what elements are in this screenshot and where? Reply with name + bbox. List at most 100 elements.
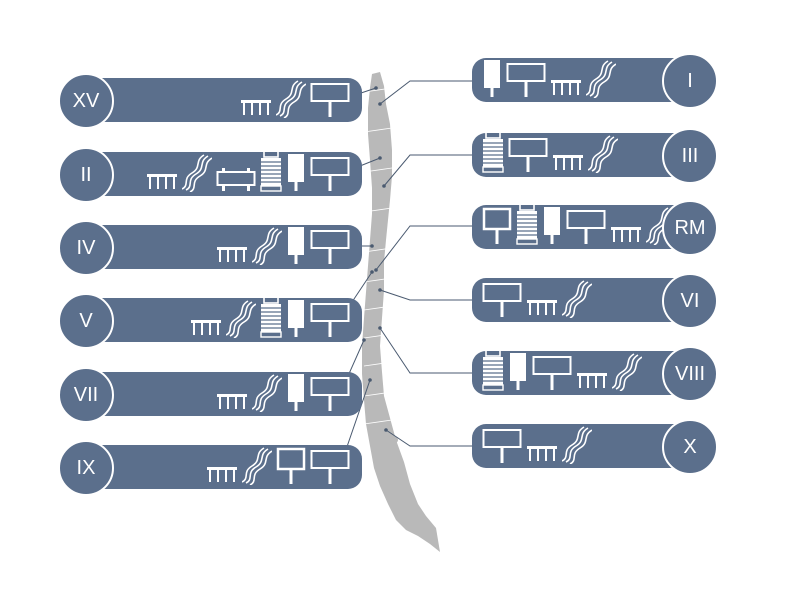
totem-icon	[542, 205, 562, 245]
region-label: VII	[73, 383, 99, 406]
wide-billboard-icon	[216, 168, 256, 192]
billboard-icon	[310, 449, 350, 485]
billboard-icon	[310, 229, 350, 265]
connector-dot	[384, 428, 388, 432]
building-icon	[260, 296, 282, 338]
region-border	[363, 207, 393, 213]
totem-icon	[286, 225, 306, 265]
connector-line	[385, 429, 472, 447]
billboard-icon	[482, 428, 522, 464]
building-icon	[260, 150, 282, 192]
totem-icon	[286, 298, 306, 338]
region-icons	[120, 445, 360, 489]
region-border	[363, 419, 393, 425]
connector-line	[379, 289, 472, 301]
region-icons	[120, 78, 360, 122]
road-icon	[588, 135, 618, 173]
totem-icon	[508, 351, 528, 391]
road-icon	[562, 280, 592, 318]
billboard-icon	[506, 62, 546, 98]
connector-line	[379, 80, 472, 105]
region-border	[363, 247, 393, 253]
region-border	[363, 167, 393, 173]
fence-icon	[526, 444, 558, 464]
region-label: RM	[674, 216, 706, 239]
billboard-icon	[310, 376, 350, 412]
region-row-ix: IX	[58, 440, 368, 496]
road-icon	[252, 374, 282, 412]
connector-dot	[378, 102, 382, 106]
road-icon	[586, 60, 616, 98]
connector-dot	[370, 270, 374, 274]
fence-icon	[206, 465, 238, 485]
connector-dot	[374, 268, 378, 272]
region-label: III	[681, 144, 699, 167]
region-label: XV	[72, 89, 100, 112]
region-row-i: I	[472, 53, 722, 109]
framed-sign-icon	[482, 207, 512, 245]
connector-dot	[378, 326, 382, 330]
connector-dot	[382, 184, 386, 188]
road-icon	[252, 227, 282, 265]
region-border	[363, 87, 393, 93]
connector-line	[379, 327, 472, 374]
region-badge: IX	[58, 440, 114, 496]
region-row-viii: VIII	[472, 346, 722, 402]
region-label: VI	[680, 289, 700, 312]
region-icons	[482, 278, 662, 322]
billboard-icon	[310, 302, 350, 338]
region-row-vii: VII	[58, 367, 368, 423]
region-badge: X	[662, 419, 718, 475]
region-border	[363, 333, 393, 339]
billboard-icon	[566, 209, 606, 245]
region-badge: VI	[662, 273, 718, 329]
region-label: VIII	[674, 362, 705, 385]
road-icon	[182, 154, 212, 192]
road-icon	[242, 447, 272, 485]
region-label: IX	[76, 456, 96, 479]
chile-shape	[362, 72, 440, 552]
connector-dot	[368, 378, 372, 382]
region-icons	[482, 349, 662, 395]
region-badge: V	[58, 293, 114, 349]
road-icon	[612, 353, 642, 391]
region-icons	[482, 131, 662, 177]
fence-icon	[526, 298, 558, 318]
connector-dot	[378, 156, 382, 160]
connector-dot	[362, 338, 366, 342]
road-icon	[562, 426, 592, 464]
fence-icon	[146, 172, 178, 192]
region-row-rm: RM	[472, 200, 722, 256]
region-row-x: X	[472, 419, 722, 475]
region-icons	[120, 296, 360, 342]
region-icons	[482, 58, 662, 102]
region-label: II	[80, 163, 92, 186]
connector-dot	[378, 288, 382, 292]
region-label: IV	[76, 236, 96, 259]
region-icons	[120, 150, 360, 196]
region-row-ii: II	[58, 147, 368, 203]
building-icon	[516, 203, 538, 245]
region-border	[363, 277, 393, 283]
island-shape	[404, 509, 420, 515]
fence-icon	[240, 98, 272, 118]
region-label: I	[687, 69, 693, 92]
fence-icon	[216, 245, 248, 265]
region-badge: IV	[58, 220, 114, 276]
region-border	[363, 127, 393, 133]
region-row-v: V	[58, 293, 368, 349]
island-shape	[391, 467, 405, 473]
fence-icon	[216, 392, 248, 412]
region-label: X	[683, 435, 697, 458]
region-badge: VIII	[662, 346, 718, 402]
island-shape	[390, 497, 398, 503]
road-icon	[276, 80, 306, 118]
region-icons	[482, 424, 662, 468]
connector-line	[375, 225, 472, 271]
fence-icon	[550, 78, 582, 98]
road-icon	[226, 300, 256, 338]
region-icons	[120, 225, 360, 269]
region-badge: I	[662, 53, 718, 109]
region-badge: RM	[662, 200, 718, 256]
